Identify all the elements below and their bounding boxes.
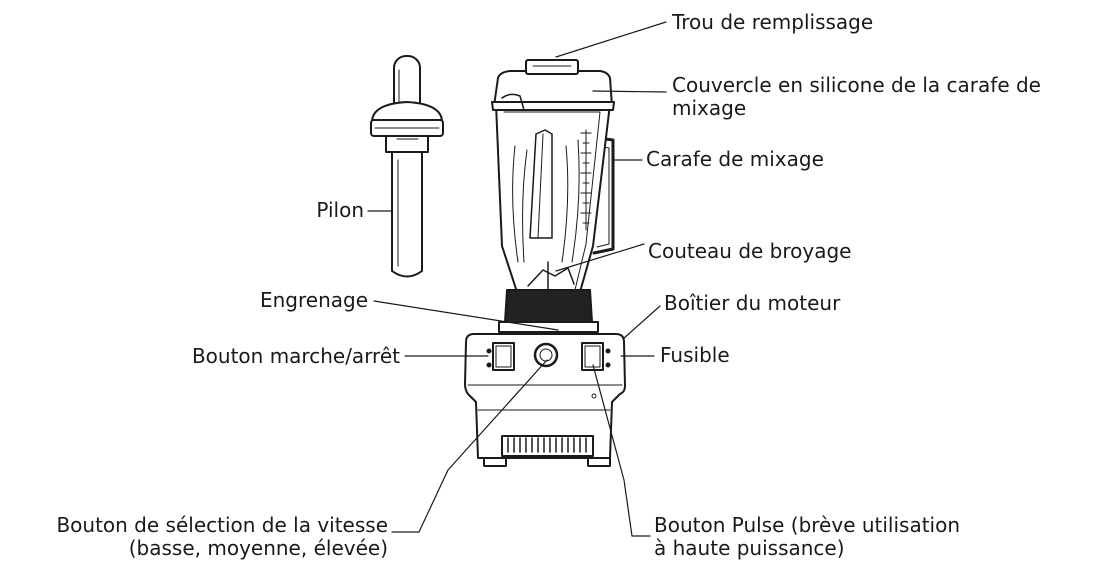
label-blade: Couteau de broyage: [648, 239, 852, 263]
label-lid-line2: mixage: [672, 96, 747, 120]
label-lid-line1: Couvercle en silicone de la carafe de: [672, 73, 1041, 97]
label-motor: Boîtier du moteur: [664, 291, 841, 315]
label-pulse: Bouton Pulse (brève utilisation à haute …: [654, 514, 960, 560]
label-pulse-line1: Bouton Pulse (brève utilisation: [654, 513, 961, 537]
label-power-switch: Bouton marche/arrêt: [191, 344, 400, 368]
label-fuse: Fusible: [660, 343, 730, 367]
label-lid: Couvercle en silicone de la carafe de mi…: [672, 74, 1041, 120]
label-speed-line1: Bouton de sélection de la vitesse: [56, 513, 388, 537]
leader-lines: [367, 21, 667, 537]
label-fill-hole: Trou de remplissage: [672, 10, 874, 34]
label-gear: Engrenage: [259, 288, 368, 312]
motor-base-drawing: [464, 333, 626, 467]
label-speed-selector: Bouton de sélection de la vitesse (basse…: [56, 514, 388, 560]
label-pestle: Pilon: [316, 198, 364, 222]
label-pulse-line2: à haute puissance): [654, 536, 845, 560]
label-jar: Carafe de mixage: [646, 147, 824, 171]
pestle-drawing: [370, 55, 444, 278]
jar-drawing: [491, 59, 615, 333]
label-speed-line2: (basse, moyenne, élevée): [128, 536, 388, 560]
